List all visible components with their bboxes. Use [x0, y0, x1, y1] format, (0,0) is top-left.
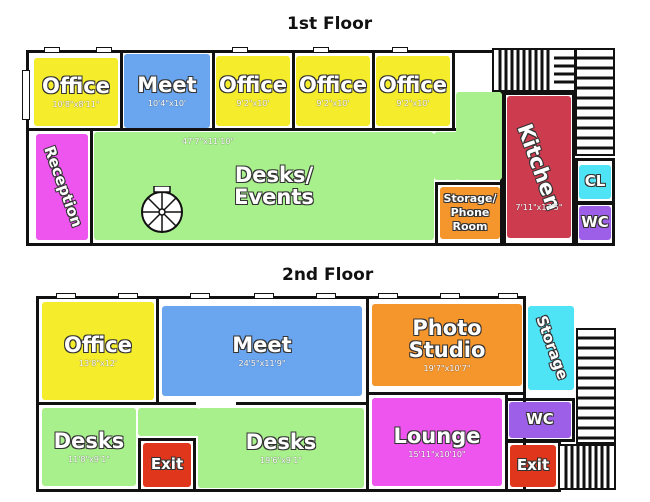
room-name: Office — [219, 72, 287, 97]
room-dimensions: 11'8"x9'1" — [68, 455, 110, 465]
window — [440, 293, 460, 299]
room-dimensions: 47'7"x11'10" — [182, 137, 235, 146]
wall — [292, 50, 295, 128]
room-office-2: Office 9'2"x10' — [216, 56, 290, 126]
room-office-1: Office 10'8"x8'11" — [34, 58, 118, 126]
room-name: WC — [526, 410, 554, 429]
room-desks-events-corridor — [456, 92, 502, 180]
window — [316, 293, 336, 299]
room-name: Exit — [150, 455, 184, 474]
floor-1-title: 1st Floor — [287, 14, 373, 34]
room-storage-phone: Storage/ Phone Room — [440, 187, 500, 239]
room-name: Lounge — [393, 423, 481, 448]
spiral-stair-icon — [141, 186, 183, 233]
room-meet-2f: Meet 24'5"x11'9" — [162, 306, 362, 396]
wc-outline — [575, 202, 615, 246]
room-wc-2f: WC — [509, 402, 571, 438]
room-name: Reception — [39, 143, 86, 230]
room-desks-1: Desks 11'8"x9'1" — [42, 408, 136, 486]
room-name: Storage/ Phone Room — [443, 192, 497, 233]
room-desks-2: Desks 19'6"x9'1" — [198, 408, 364, 488]
room-desks-2-fill — [138, 408, 200, 436]
wall — [26, 128, 456, 131]
window — [498, 293, 518, 299]
room-name: Office — [299, 72, 367, 97]
room-dimensions: 10'8"x8'11" — [52, 100, 100, 110]
window — [96, 47, 112, 53]
room-dimensions: 24'5"x11'9" — [238, 359, 286, 369]
room-name: Kitchen — [512, 120, 566, 214]
wall — [435, 182, 503, 185]
room-dimensions: 19'7"x10'7" — [423, 364, 471, 374]
room-name: Office — [379, 72, 447, 97]
room-dimensions: 13'8"x12' — [78, 359, 118, 369]
room-name: Storage — [531, 313, 572, 383]
room-name: Exit — [516, 456, 550, 475]
wall — [90, 128, 93, 246]
exit-1-outline — [138, 438, 196, 492]
wall — [366, 296, 369, 492]
floor-2-title: 2nd Floor — [282, 265, 374, 285]
room-name: WC — [581, 213, 609, 232]
room-meet-1: Meet 10'4"x10' — [124, 54, 210, 128]
room-exit-2: Exit — [510, 445, 556, 487]
room-wc-1: WC — [579, 206, 611, 240]
staircase-icon — [492, 48, 576, 92]
window — [118, 293, 138, 299]
room-name: Desks — [53, 428, 125, 453]
room-name: Desks — [245, 429, 317, 454]
room-name: Desks/ Events — [234, 162, 314, 209]
window — [378, 293, 398, 299]
room-storage-2f: Storage — [528, 306, 574, 390]
window — [313, 47, 329, 53]
wall — [368, 392, 526, 395]
room-office-4: Office 9'2"x10' — [376, 56, 450, 126]
room-dimensions: 9'2"x10' — [316, 99, 350, 109]
room-photo-studio: Photo Studio 19'7"x10'7" — [372, 304, 522, 386]
window — [56, 293, 76, 299]
window — [22, 70, 30, 120]
room-kitchen: Kitchen 7'11"x17'5" — [507, 96, 571, 238]
room-name: Office — [42, 73, 110, 98]
wall — [435, 182, 438, 246]
room-name: Office — [64, 332, 132, 357]
window — [190, 293, 210, 299]
window — [254, 293, 274, 299]
room-dimensions: 9'2"x10' — [396, 99, 430, 109]
wall — [36, 402, 196, 405]
room-dimensions: 15'11"x10'10" — [408, 450, 466, 460]
room-dimensions: 7'11"x17'5" — [515, 203, 563, 212]
room-name: CL — [584, 172, 606, 191]
room-office-2f: Office 13'8"x12' — [42, 302, 154, 400]
room-lounge: Lounge 15'11"x10'10" — [372, 398, 502, 486]
wall — [452, 50, 455, 128]
wall — [120, 50, 123, 128]
room-desks-events-corridor-2 — [434, 132, 458, 180]
window — [392, 47, 408, 53]
room-dimensions: 19'6"x9'1" — [260, 456, 302, 466]
room-name: Meet — [137, 72, 197, 97]
room-name: Meet — [232, 332, 292, 357]
room-reception: Reception — [36, 134, 88, 240]
wall — [236, 402, 368, 405]
window — [232, 47, 248, 53]
room-name: Photo Studio — [408, 315, 486, 362]
staircase-icon — [558, 444, 616, 490]
window — [44, 47, 60, 53]
wall — [372, 50, 375, 128]
kitchen-outline — [503, 92, 575, 246]
room-office-3: Office 9'2"x10' — [296, 56, 370, 126]
room-exit-1: Exit — [143, 443, 191, 487]
staircase-icon — [576, 328, 616, 444]
room-dimensions: 10'4"x10' — [147, 99, 187, 109]
staircase-icon — [575, 48, 615, 156]
room-cl: CL — [579, 165, 611, 199]
room-dimensions: 9'2"x10' — [236, 99, 270, 109]
wall — [156, 296, 159, 404]
wall — [212, 50, 215, 128]
